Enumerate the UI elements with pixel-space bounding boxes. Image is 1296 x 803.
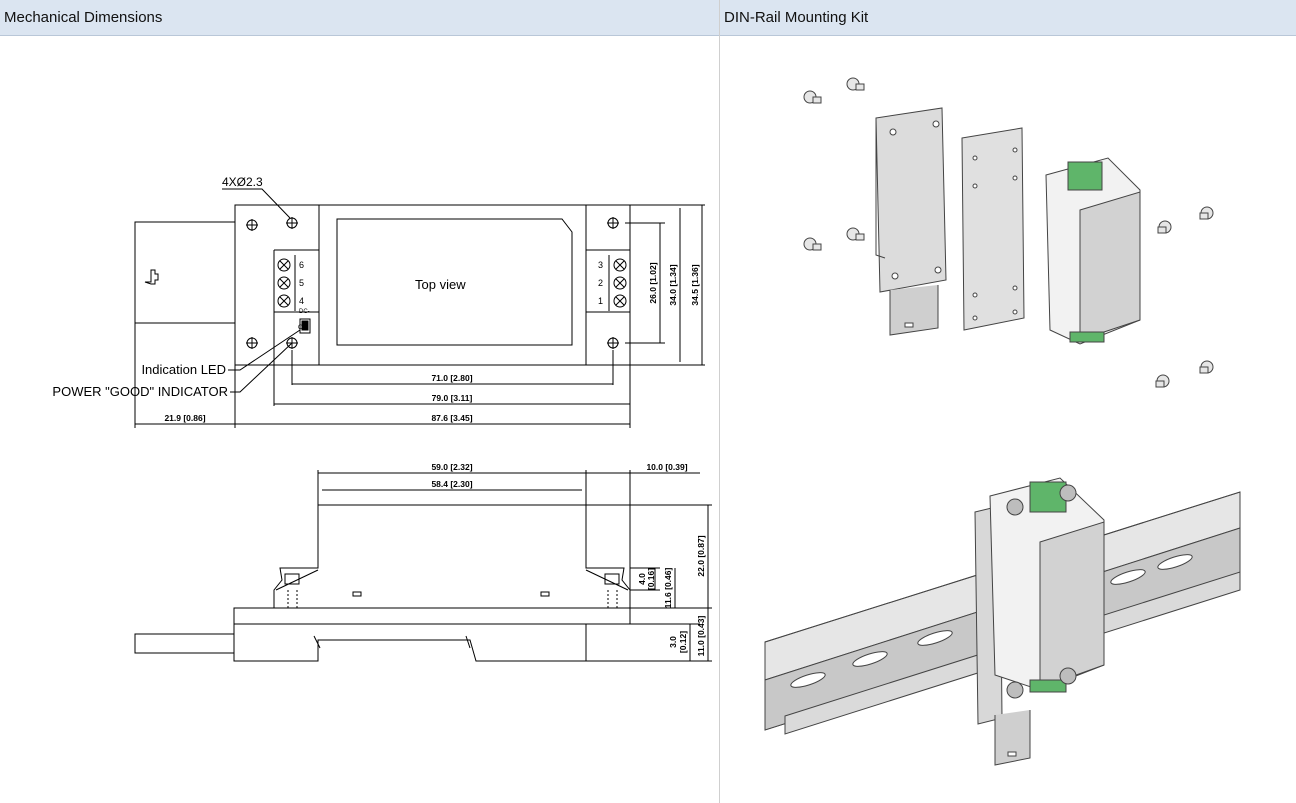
cable-clip [144, 269, 159, 285]
top-view-dimension-lines [134, 204, 705, 428]
din-clip [889, 285, 939, 336]
top-view-title: Top view [415, 277, 466, 292]
din-rail-illustrations [764, 77, 1241, 766]
dim-22: 22.0 [0.87] [696, 535, 706, 576]
dim-10: 10.0 [0.39] [646, 462, 687, 472]
led-leader [228, 329, 301, 371]
terminal-block-top [1067, 161, 1103, 191]
side-view-outline [134, 504, 631, 662]
dim-4-0: 4.0 [637, 573, 647, 585]
assembled-din-rail-illustration [764, 477, 1241, 766]
mechanical-drawing: Top view 4XØ2.3 Indication LED POWER "GO… [52, 175, 712, 662]
dim-34: 34.0 [1.34] [668, 264, 678, 305]
terminal-2-label: 2 [598, 278, 603, 288]
mechanical-dimensions-panel: Mechanical Dimensions [0, 0, 720, 803]
terminal-3-label: 3 [598, 260, 603, 270]
label-panel [336, 218, 573, 346]
terminal-screws-left [277, 255, 296, 311]
assembled-screws [1006, 484, 1077, 699]
terminal-5-label: 5 [299, 278, 304, 288]
adapter-plate [961, 127, 1025, 331]
rail-slots [790, 554, 1193, 688]
on-label: ON [298, 325, 307, 331]
hole-callout: 4XØ2.3 [222, 175, 263, 189]
din-rail-kit-header: DIN-Rail Mounting Kit [720, 0, 1296, 36]
terminal-screws-right [608, 255, 627, 311]
hole-callout-leader [222, 188, 291, 219]
dim-26: 26.0 [1.02] [648, 262, 658, 303]
side-view-dimension-lines [317, 470, 712, 662]
dim-11-6: 11.6 [0.46] [663, 568, 673, 609]
dim-58: 58.4 [2.30] [431, 479, 472, 489]
terminal-block-bottom-assembled [1029, 679, 1067, 693]
dim-79: 79.0 [3.11] [432, 393, 473, 403]
dim-11-0: 11.0 [0.43] [696, 616, 706, 657]
terminal-block-bottom [1069, 331, 1105, 343]
dim-21: 21.9 [0.86] [164, 413, 205, 423]
power-good-label: POWER "GOOD" INDICATOR [52, 384, 228, 399]
dim-87: 87.6 [3.45] [431, 413, 472, 423]
terminal-6-label: 6 [299, 260, 304, 270]
body-outline [234, 204, 631, 366]
terminal-4-label: 4 [299, 296, 304, 306]
dc-label: DC- [299, 309, 310, 315]
terminal-1-label: 1 [598, 296, 603, 306]
dc-on-switch [299, 318, 311, 334]
exploded-kit-illustration [803, 77, 1214, 388]
power-good-leader [230, 342, 293, 393]
cable-outline [134, 221, 236, 324]
dim-4-0-in: [0.16] [646, 568, 656, 590]
dim-3-0-in: [0.12] [678, 631, 688, 653]
mechanical-dimensions-header: Mechanical Dimensions [0, 0, 719, 36]
indication-led-label: Indication LED [141, 362, 226, 377]
din-rail-kit-panel: DIN-Rail Mounting Kit [720, 0, 1296, 803]
dim-59: 59.0 [2.32] [431, 462, 472, 472]
terminal-block-top-assembled [1029, 481, 1067, 513]
dim-71: 71.0 [2.80] [431, 373, 472, 383]
dim-34-5: 34.5 [1.36] [690, 264, 700, 305]
din-clip-assembled [994, 710, 1031, 766]
bracket-plate [875, 107, 947, 293]
dim-3-0: 3.0 [668, 636, 678, 648]
screws [803, 77, 1214, 388]
